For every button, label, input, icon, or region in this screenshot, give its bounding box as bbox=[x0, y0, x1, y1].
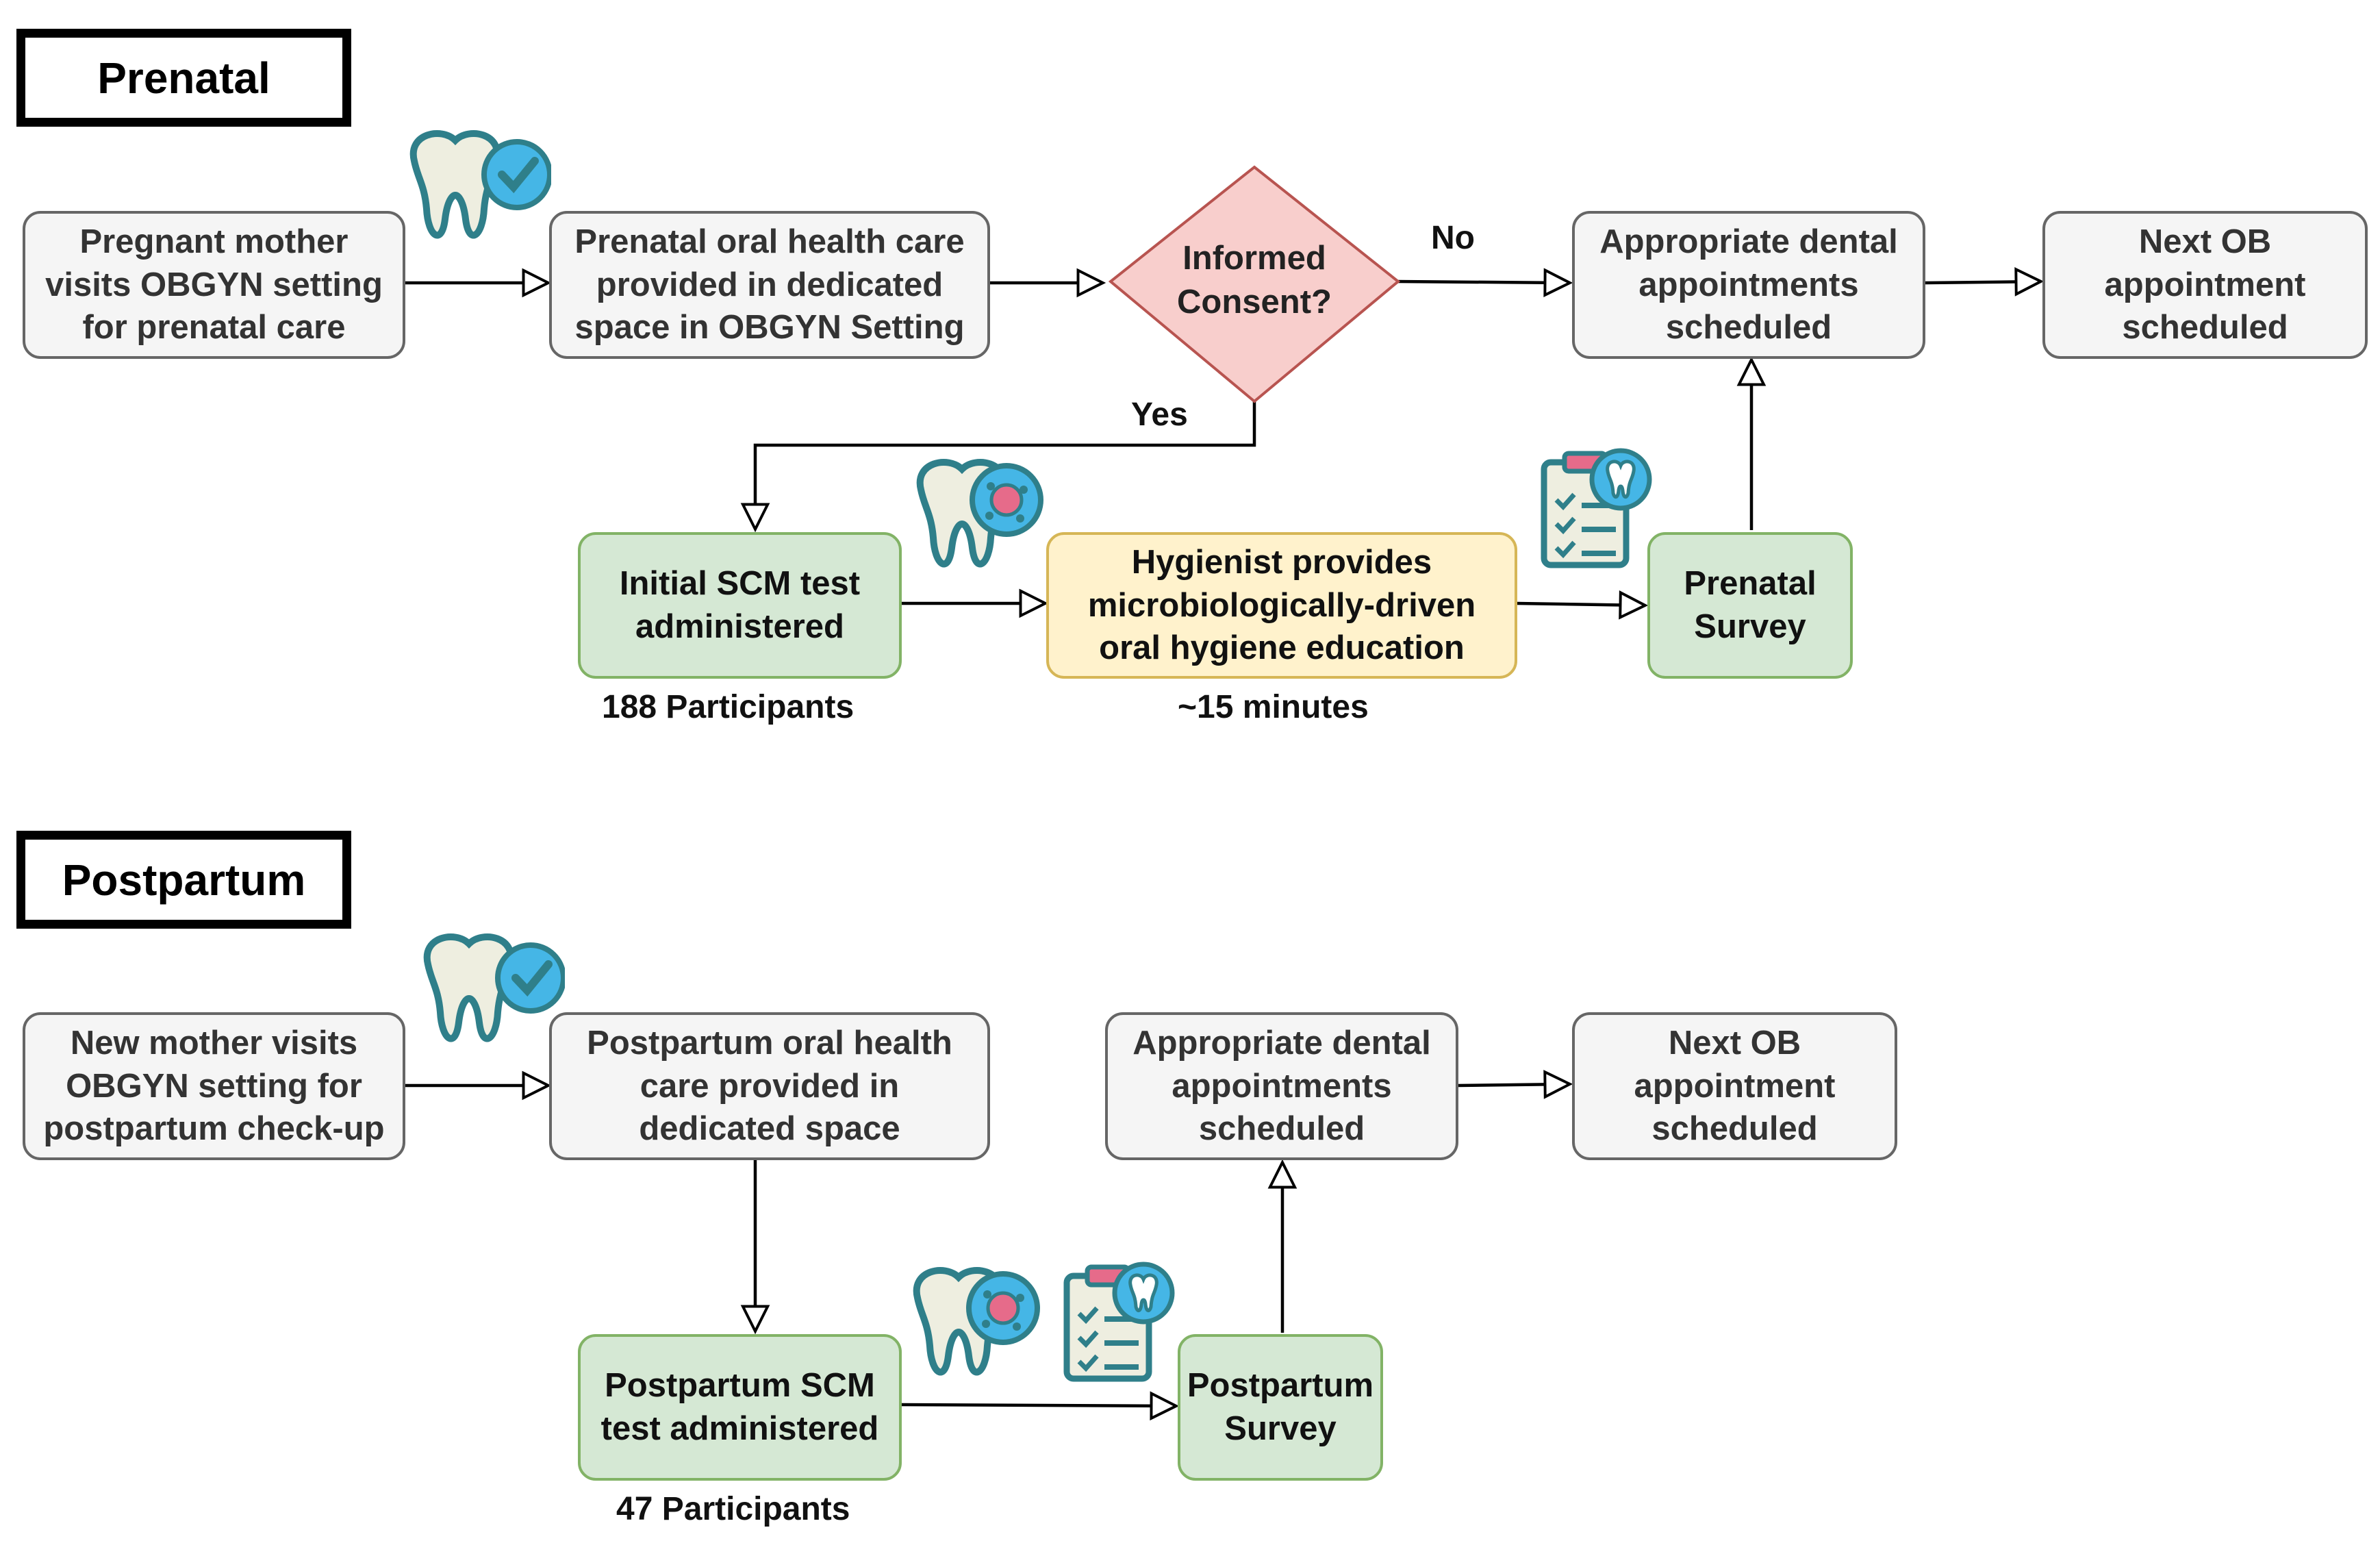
edge-hygienist-to-survey bbox=[1517, 590, 1649, 620]
initial-scm-test-node[interactable]: Initial SCM test administered bbox=[578, 532, 902, 679]
prenatal-participants-label: 188 Participants bbox=[602, 689, 854, 725]
prenatal-next-ob-node[interactable]: Next OB appointment scheduled bbox=[2042, 211, 2368, 359]
prenatal-title: Prenatal bbox=[16, 29, 351, 127]
prenatal-oral-care-node[interactable]: Prenatal oral health care provided in de… bbox=[549, 211, 990, 359]
postpartum-next-ob-node[interactable]: Next OB appointment scheduled bbox=[1572, 1012, 1897, 1160]
postpartum-title: Postpartum bbox=[16, 831, 351, 929]
prenatal-dental-appointments-node[interactable]: Appropriate dental appointments schedule… bbox=[1572, 211, 1925, 359]
pregnant-mother-node[interactable]: Pregnant mother visits OBGYN setting for… bbox=[23, 211, 405, 359]
edge-dental-to-nextob bbox=[1458, 1070, 1573, 1099]
hygienist-education-node[interactable]: Hygienist provides microbiologically-dri… bbox=[1046, 532, 1517, 679]
clipboard-tooth-icon bbox=[1063, 1262, 1175, 1382]
yes-label: Yes bbox=[1131, 397, 1188, 433]
edge-consent-no bbox=[1397, 268, 1573, 297]
tooth-bacteria-icon bbox=[916, 459, 1043, 568]
postpartum-dental-appointments-node[interactable]: Appropriate dental appointments schedule… bbox=[1105, 1012, 1458, 1160]
postpartum-survey-node[interactable]: Postpartum Survey bbox=[1178, 1334, 1383, 1481]
edge-scm-to-survey bbox=[901, 1391, 1180, 1421]
tooth-bacteria-icon bbox=[913, 1267, 1040, 1376]
informed-consent-diamond bbox=[1108, 165, 1401, 403]
clipboard-tooth-icon bbox=[1541, 448, 1652, 568]
tooth-check-icon bbox=[409, 130, 551, 239]
informed-consent-label: Informed Consent? bbox=[1177, 240, 1332, 321]
prenatal-survey-node[interactable]: Prenatal Survey bbox=[1647, 532, 1853, 679]
no-label: No bbox=[1431, 220, 1475, 256]
tooth-check-icon bbox=[423, 933, 565, 1042]
new-mother-node[interactable]: New mother visits OBGYN setting for post… bbox=[23, 1012, 405, 1160]
postpartum-participants-label: 47 Participants bbox=[616, 1491, 850, 1527]
edge-dental-to-nextob bbox=[1925, 267, 2044, 297]
postpartum-oral-care-node[interactable]: Postpartum oral health care provided in … bbox=[549, 1012, 990, 1160]
duration-label: ~15 minutes bbox=[1178, 689, 1369, 725]
edge-consent-yes bbox=[740, 401, 1256, 533]
postpartum-scm-test-node[interactable]: Postpartum SCM test administered bbox=[578, 1334, 902, 1481]
